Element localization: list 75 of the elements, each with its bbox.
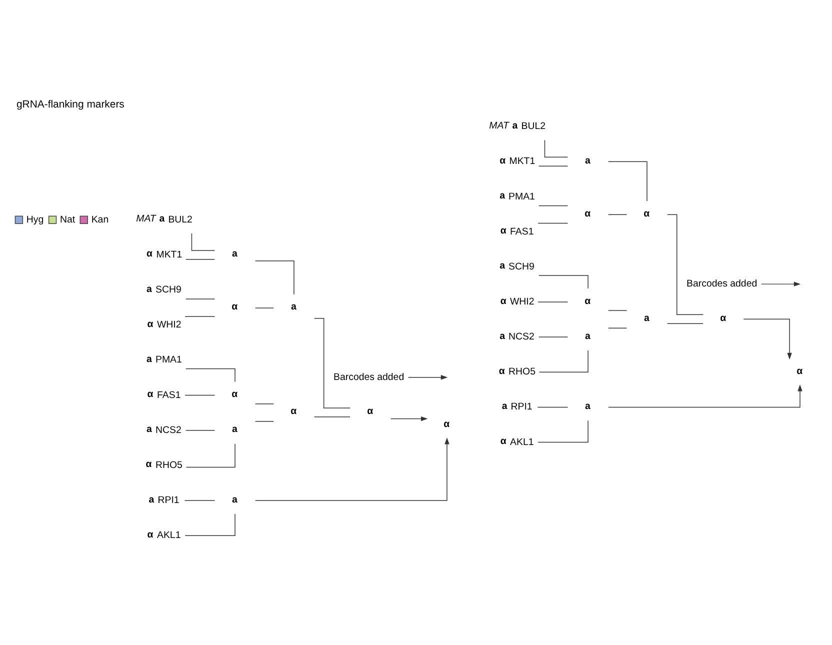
connector xyxy=(608,161,648,202)
node-text: a NCS2 xyxy=(500,330,534,343)
node-text: α xyxy=(444,418,450,430)
diagram-title: gRNA-flanking markers xyxy=(16,99,124,110)
node-text: α xyxy=(290,406,297,418)
node-text: α xyxy=(720,312,726,324)
connector xyxy=(184,316,216,317)
arrow xyxy=(390,416,428,422)
node-text: MAT a BUL2 xyxy=(489,120,546,132)
node-text: MAT a BUL2 xyxy=(136,214,192,226)
connector xyxy=(544,140,568,158)
node-text: α xyxy=(232,302,238,313)
node-text: a NCS2 xyxy=(146,424,182,436)
connector xyxy=(538,222,568,224)
node-text: α AKL1 xyxy=(147,529,181,542)
legend-label: Hyg xyxy=(26,214,44,226)
connector xyxy=(254,421,274,422)
node-text: a SCH9 xyxy=(146,284,182,296)
node-text: a xyxy=(232,248,238,260)
node-text: α WHI2 xyxy=(500,296,534,308)
node-text: α xyxy=(584,296,591,307)
arrow xyxy=(760,282,801,286)
connector xyxy=(254,260,294,295)
connector xyxy=(666,323,704,324)
connector xyxy=(185,298,216,300)
node-text: a RPI1 xyxy=(148,494,180,506)
node-text: α xyxy=(584,208,591,220)
connector xyxy=(538,166,568,167)
node-text: α FAS1 xyxy=(147,389,181,401)
connector xyxy=(608,214,628,216)
arrow xyxy=(743,318,792,360)
connector xyxy=(608,310,628,311)
legend-label: Kan xyxy=(91,214,109,226)
node-text: a xyxy=(585,155,590,166)
node-text: α xyxy=(796,366,803,377)
node-text: a xyxy=(644,312,650,324)
node-text: a SCH9 xyxy=(500,260,534,272)
node-text: α MKT1 xyxy=(500,155,536,168)
node-text: a xyxy=(232,494,238,506)
node-text: a xyxy=(585,330,590,342)
connector xyxy=(191,233,215,251)
node-text: α RHO5 xyxy=(146,459,182,471)
node-text: Barcodes added xyxy=(334,372,404,383)
node-text: a PMA1 xyxy=(146,354,182,366)
arrow xyxy=(408,375,448,380)
node-text: α AKL1 xyxy=(500,436,534,448)
node-text: a PMA1 xyxy=(500,190,535,202)
legend-label: Nat xyxy=(60,214,76,226)
node-text: α WHI2 xyxy=(147,318,182,331)
connector xyxy=(184,500,216,501)
connector xyxy=(186,444,236,468)
node-text: a RPI1 xyxy=(502,401,532,413)
connector xyxy=(185,259,216,260)
connector xyxy=(538,205,568,206)
node-text: α xyxy=(232,389,238,400)
node-text: α xyxy=(367,406,374,418)
connector xyxy=(184,514,236,536)
connector xyxy=(185,430,216,431)
node-text: α RHO5 xyxy=(498,366,536,378)
connector xyxy=(537,406,568,408)
node-text: α MKT1 xyxy=(146,248,182,260)
arrow xyxy=(608,384,802,408)
connector xyxy=(538,350,588,372)
node-text: a xyxy=(290,302,296,313)
node-text: α xyxy=(644,208,650,220)
connector xyxy=(184,394,216,396)
node-text: a xyxy=(585,401,590,412)
node-text: Barcodes added xyxy=(686,278,758,290)
node-text: α FAS1 xyxy=(500,226,534,238)
connector xyxy=(538,420,588,443)
node-text: a xyxy=(232,424,238,436)
connector xyxy=(538,336,568,338)
arrow xyxy=(254,437,450,501)
connector xyxy=(314,416,350,418)
connector xyxy=(254,403,274,404)
